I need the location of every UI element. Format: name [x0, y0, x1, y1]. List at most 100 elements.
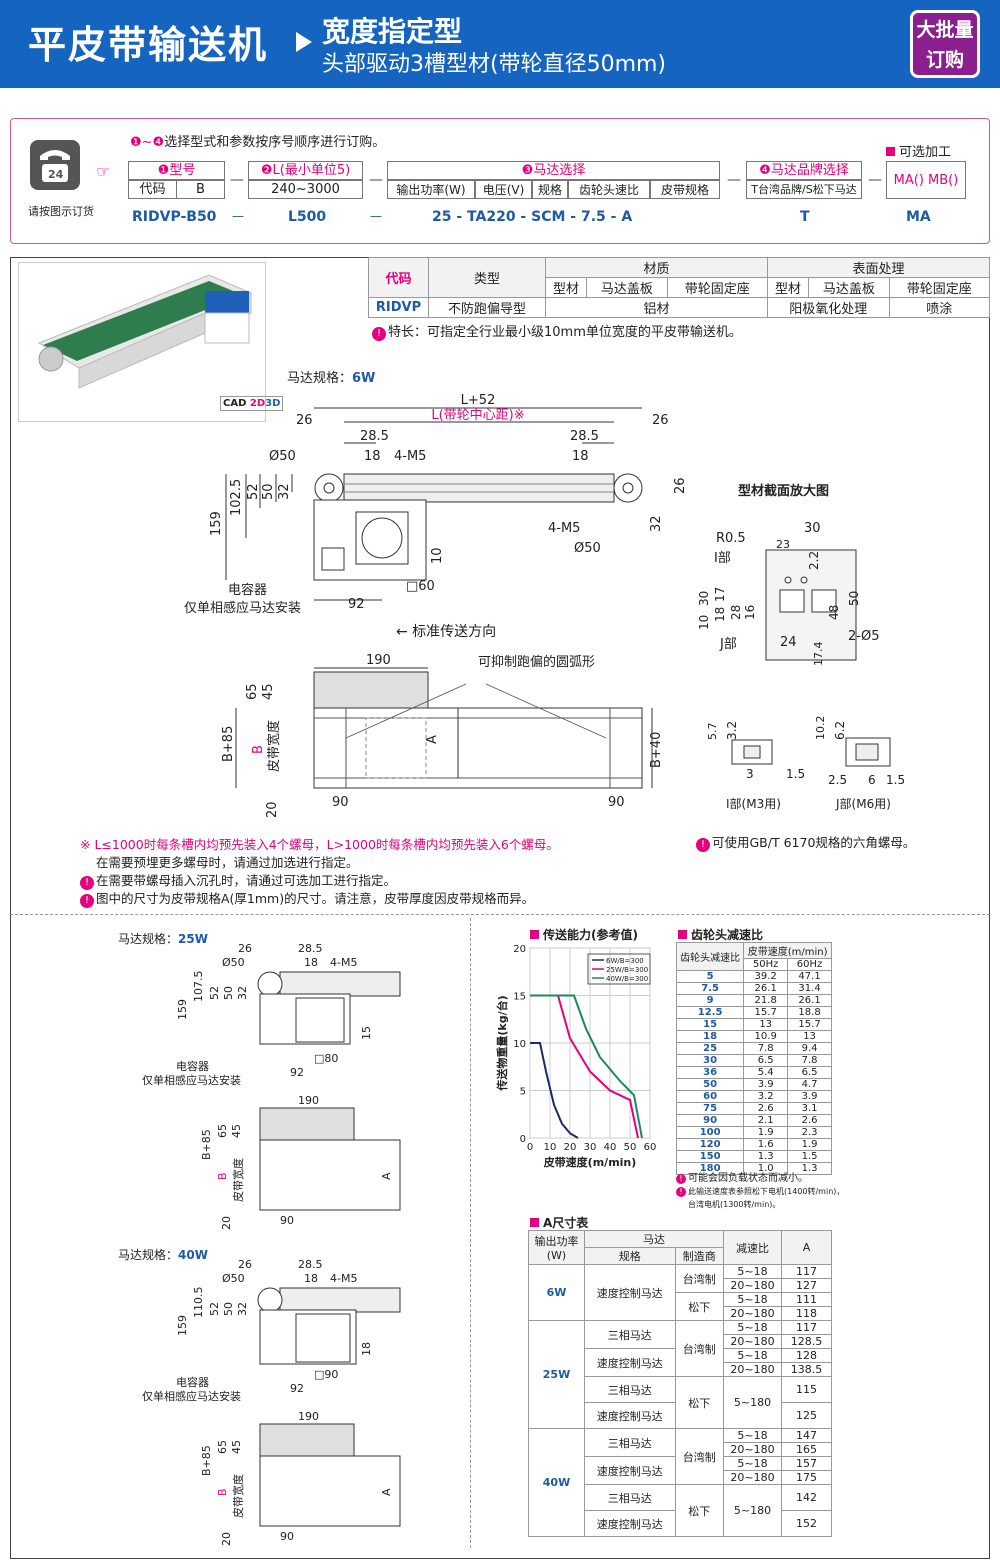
- svg-text:92: 92: [290, 1066, 304, 1079]
- svg-text:26: 26: [673, 477, 688, 494]
- svg-text:电容器: 电容器: [176, 1375, 209, 1389]
- svg-text:18: 18: [304, 956, 318, 969]
- optional-options: MA() MB(): [886, 161, 966, 199]
- svg-text:20: 20: [220, 1216, 233, 1230]
- section-title: 型材截面放大图: [738, 484, 830, 499]
- svg-text:48: 48: [827, 605, 841, 620]
- svg-text:28.5: 28.5: [298, 1258, 323, 1271]
- svg-text:I部: I部: [714, 551, 731, 566]
- separator: —: [868, 172, 882, 188]
- x-tick-label: 0: [527, 1142, 533, 1153]
- motor-select-value: 25 - TA220 - SCM - 7.5 - A: [432, 209, 633, 225]
- svg-text:R0.5: R0.5: [716, 531, 746, 546]
- svg-text:皮带宽度: 皮带宽度: [231, 1474, 245, 1518]
- svg-text:90: 90: [280, 1214, 294, 1227]
- svg-text:52: 52: [246, 483, 261, 500]
- separator: —: [370, 209, 382, 223]
- svg-text:B+40: B+40: [649, 732, 664, 768]
- svg-text:J部: J部: [719, 637, 737, 652]
- svg-text:45: 45: [261, 683, 276, 700]
- svg-text:皮带宽度: 皮带宽度: [266, 720, 282, 772]
- feature-note: !特长：可指定全行业最小级10mm单位宽度的平皮带输送机。: [372, 321, 742, 341]
- svg-text:32: 32: [649, 515, 664, 532]
- length-range: 240~3000: [248, 180, 363, 199]
- svg-text:□60: □60: [406, 579, 435, 594]
- svg-text:4-M5: 4-M5: [330, 956, 357, 969]
- brand-header: ❹马达品牌选择: [746, 161, 862, 180]
- legend-label: 6W/B=300: [606, 957, 644, 965]
- svg-text:18: 18: [572, 449, 589, 464]
- svg-text:1.5: 1.5: [886, 773, 905, 787]
- b-subheader: B: [176, 180, 225, 199]
- cad-badge[interactable]: CAD 2D3D: [220, 396, 284, 411]
- svg-text:52: 52: [208, 986, 221, 1000]
- page-subtitle-detail: 头部驱动3槽型材(带轮直径50mm): [322, 52, 667, 77]
- svg-text:45: 45: [230, 1440, 243, 1454]
- optional-label: 可选加工: [886, 141, 951, 160]
- svg-text:可抑制跑偏的圆弧形: 可抑制跑偏的圆弧形: [478, 654, 595, 670]
- svg-text:190: 190: [366, 653, 391, 668]
- motor-spec-40w: 马达规格：40W: [118, 1248, 208, 1262]
- svg-text:B: B: [216, 1172, 229, 1180]
- svg-text:B+85: B+85: [200, 1445, 213, 1476]
- svg-text:45: 45: [230, 1124, 243, 1138]
- page-title: 平皮带输送机: [28, 23, 269, 67]
- svg-text:28.5: 28.5: [360, 429, 389, 444]
- svg-text:159: 159: [176, 999, 189, 1020]
- divider-vertical: [470, 918, 471, 1548]
- svg-text:10.2: 10.2: [814, 716, 827, 741]
- svg-text:190: 190: [298, 1410, 319, 1423]
- x-tick-label: 60: [644, 1142, 657, 1153]
- motor-select-subheaders: 输出功率(W) 电压(V) 规格 齿轮头速比 皮带规格: [387, 180, 720, 199]
- svg-text:15: 15: [360, 1026, 373, 1040]
- svg-text:L(带轮中心距)※: L(带轮中心距)※: [431, 408, 524, 423]
- svg-text:18: 18: [360, 1342, 373, 1356]
- svg-text:65: 65: [216, 1124, 229, 1138]
- svg-text:50: 50: [261, 483, 276, 500]
- svg-text:2.5: 2.5: [828, 773, 847, 787]
- svg-text:32: 32: [236, 986, 249, 1000]
- x-tick-label: 10: [544, 1142, 557, 1153]
- svg-text:18: 18: [304, 1272, 318, 1285]
- svg-text:28.5: 28.5: [570, 429, 599, 444]
- svg-text:B: B: [216, 1488, 229, 1496]
- svg-text:26: 26: [652, 413, 669, 428]
- svg-text:90: 90: [280, 1530, 294, 1543]
- svg-text:6.2: 6.2: [833, 721, 847, 740]
- svg-text:J部(M6用): J部(M6用): [835, 796, 891, 811]
- nut-note: !可使用GB/T 6170规格的六角螺母。: [696, 834, 915, 852]
- svg-text:10: 10: [430, 547, 445, 564]
- page-header: [0, 0, 1000, 88]
- svg-text:A: A: [380, 1488, 393, 1496]
- svg-text:92: 92: [290, 1382, 304, 1395]
- svg-text:← 标准传送方向: ← 标准传送方向: [396, 624, 496, 640]
- svg-text:26: 26: [238, 942, 252, 955]
- svg-text:52: 52: [208, 1302, 221, 1316]
- svg-text:□80: □80: [314, 1052, 338, 1065]
- svg-text:3: 3: [746, 767, 754, 781]
- svg-text:B+85: B+85: [221, 726, 236, 762]
- code-subheader: 代码: [128, 180, 177, 199]
- y-tick-label: 15: [513, 992, 526, 1003]
- svg-text:28: 28: [729, 605, 743, 620]
- divider: [10, 914, 990, 915]
- motor-spec-25w: 马达规格：25W: [118, 932, 208, 946]
- order-box: [10, 118, 990, 244]
- conveyor-drawing-6w: L+52 L(带轮中心距)※ 26 26 28.5 28.5 Ø50 18 4-…: [184, 393, 688, 818]
- series-line-2: [530, 994, 643, 1139]
- svg-text:4-M5: 4-M5: [394, 449, 426, 464]
- y-tick-label: 5: [520, 1087, 526, 1098]
- svg-text:30: 30: [804, 521, 821, 536]
- spec-table: 代码 类型 材质 表面处理 型材马达盖板带轮固定座 型材马达盖板带轮固定座 RI…: [368, 257, 991, 318]
- x-tick-label: 40: [604, 1142, 617, 1153]
- svg-text:26: 26: [238, 1258, 252, 1271]
- svg-text:仅单相感应马达安装: 仅单相感应马达安装: [184, 600, 301, 616]
